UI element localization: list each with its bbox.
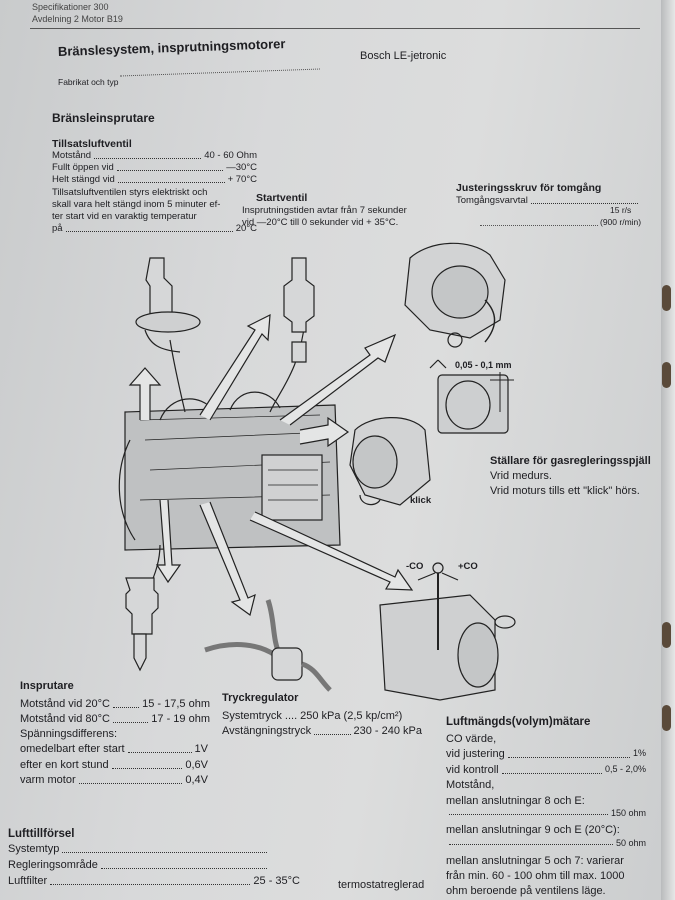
fabrikat-value: Bosch LE-jetronic	[360, 50, 447, 62]
tillsats-row: Fullt öppen vid—30°C	[52, 162, 257, 173]
co-plus-label: +CO	[458, 561, 478, 572]
subsection-title: Bränsleinsprutare	[52, 111, 155, 125]
header-line2: Avdelning 2 Motor B19	[32, 14, 123, 24]
luftmangd-row: 50 ohm	[446, 838, 646, 848]
luftmangd-row: 150 ohm	[446, 808, 646, 818]
tillsats-desc: ter start vid en varaktig temperatur	[52, 211, 197, 222]
binder-hole	[662, 705, 671, 731]
stallare-title: Ställare för gasregleringsspjäll	[490, 455, 651, 467]
binder-hole	[662, 622, 671, 648]
systemtyp-value: termostatreglerad	[338, 879, 425, 891]
luftmangd-r2: mellan anslutningar 9 och E (20°C):	[446, 824, 620, 836]
gap-label: 0,05 - 0,1 mm	[455, 360, 512, 370]
spanning-label: Spänningsdifferens:	[20, 728, 118, 740]
co-minus-label: -CO	[406, 561, 424, 572]
stallare-line: Vrid moturs tills ett "klick" hörs.	[490, 485, 640, 497]
header-rule	[30, 28, 640, 29]
stallare-line: Vrid medurs.	[490, 470, 552, 482]
startventil-line: vid —20°C till 0 sekunder vid + 35°C.	[242, 217, 399, 228]
justering-rule	[480, 225, 598, 226]
tillsats-desc: Tillsatsluftventilen styrs elektriskt oc…	[52, 187, 208, 198]
justering-value: 15 r/s	[610, 205, 632, 215]
luftmangd-r4: från min. 60 - 100 ohm till max. 1000	[446, 870, 625, 882]
luftmangd-r1: mellan anslutningar 8 och E:	[446, 795, 585, 807]
luftmangd-title: Luftmängds(volym)mätare	[446, 716, 591, 728]
header-line1: Specifikationer 300	[32, 2, 109, 12]
luftmangd-r3: mellan anslutningar 5 och 7: varierar	[446, 855, 624, 867]
tillsats-desc: skall vara helt stängd inom 5 minuter ef…	[52, 199, 221, 210]
tillsats-row: Helt stängd vid+ 70°C	[52, 174, 257, 185]
justering-title: Justeringsskruv för tomgång	[456, 182, 602, 194]
tillsats-title: Tillsatsluftventil	[52, 138, 132, 150]
justering-row: Tomgångsvarvtal	[456, 195, 641, 207]
insprutare-title: Insprutare	[20, 680, 74, 692]
startventil-line: Insprutningstiden avtar från 7 sekunder	[242, 205, 407, 216]
tryckregulator-row: Systemtryck....250 kPa (2,5 kp/cm²)	[222, 710, 403, 722]
startventil-title: Startventil	[256, 192, 308, 204]
binder-hole	[662, 285, 671, 311]
binder-hole	[662, 362, 671, 388]
tryckregulator-title: Tryckregulator	[222, 692, 299, 704]
fabrikat-label: Fabrikat och typ	[58, 77, 119, 87]
lufttillforsel-row: Systemtyp	[8, 843, 270, 856]
klick-label: klick	[410, 495, 432, 506]
page-edge	[661, 0, 675, 900]
luftmangd-co-label: CO värde,	[446, 733, 497, 745]
lufttillforsel-title: Lufttillförsel	[8, 828, 75, 840]
lufttillforsel-row: Regleringsområde	[8, 859, 270, 872]
justering-value2: (900 r/min)	[600, 217, 642, 227]
luftmangd-motstand: Motstånd,	[446, 779, 495, 791]
luftmangd-r5: ohm beroende på ventilens läge.	[446, 885, 606, 897]
